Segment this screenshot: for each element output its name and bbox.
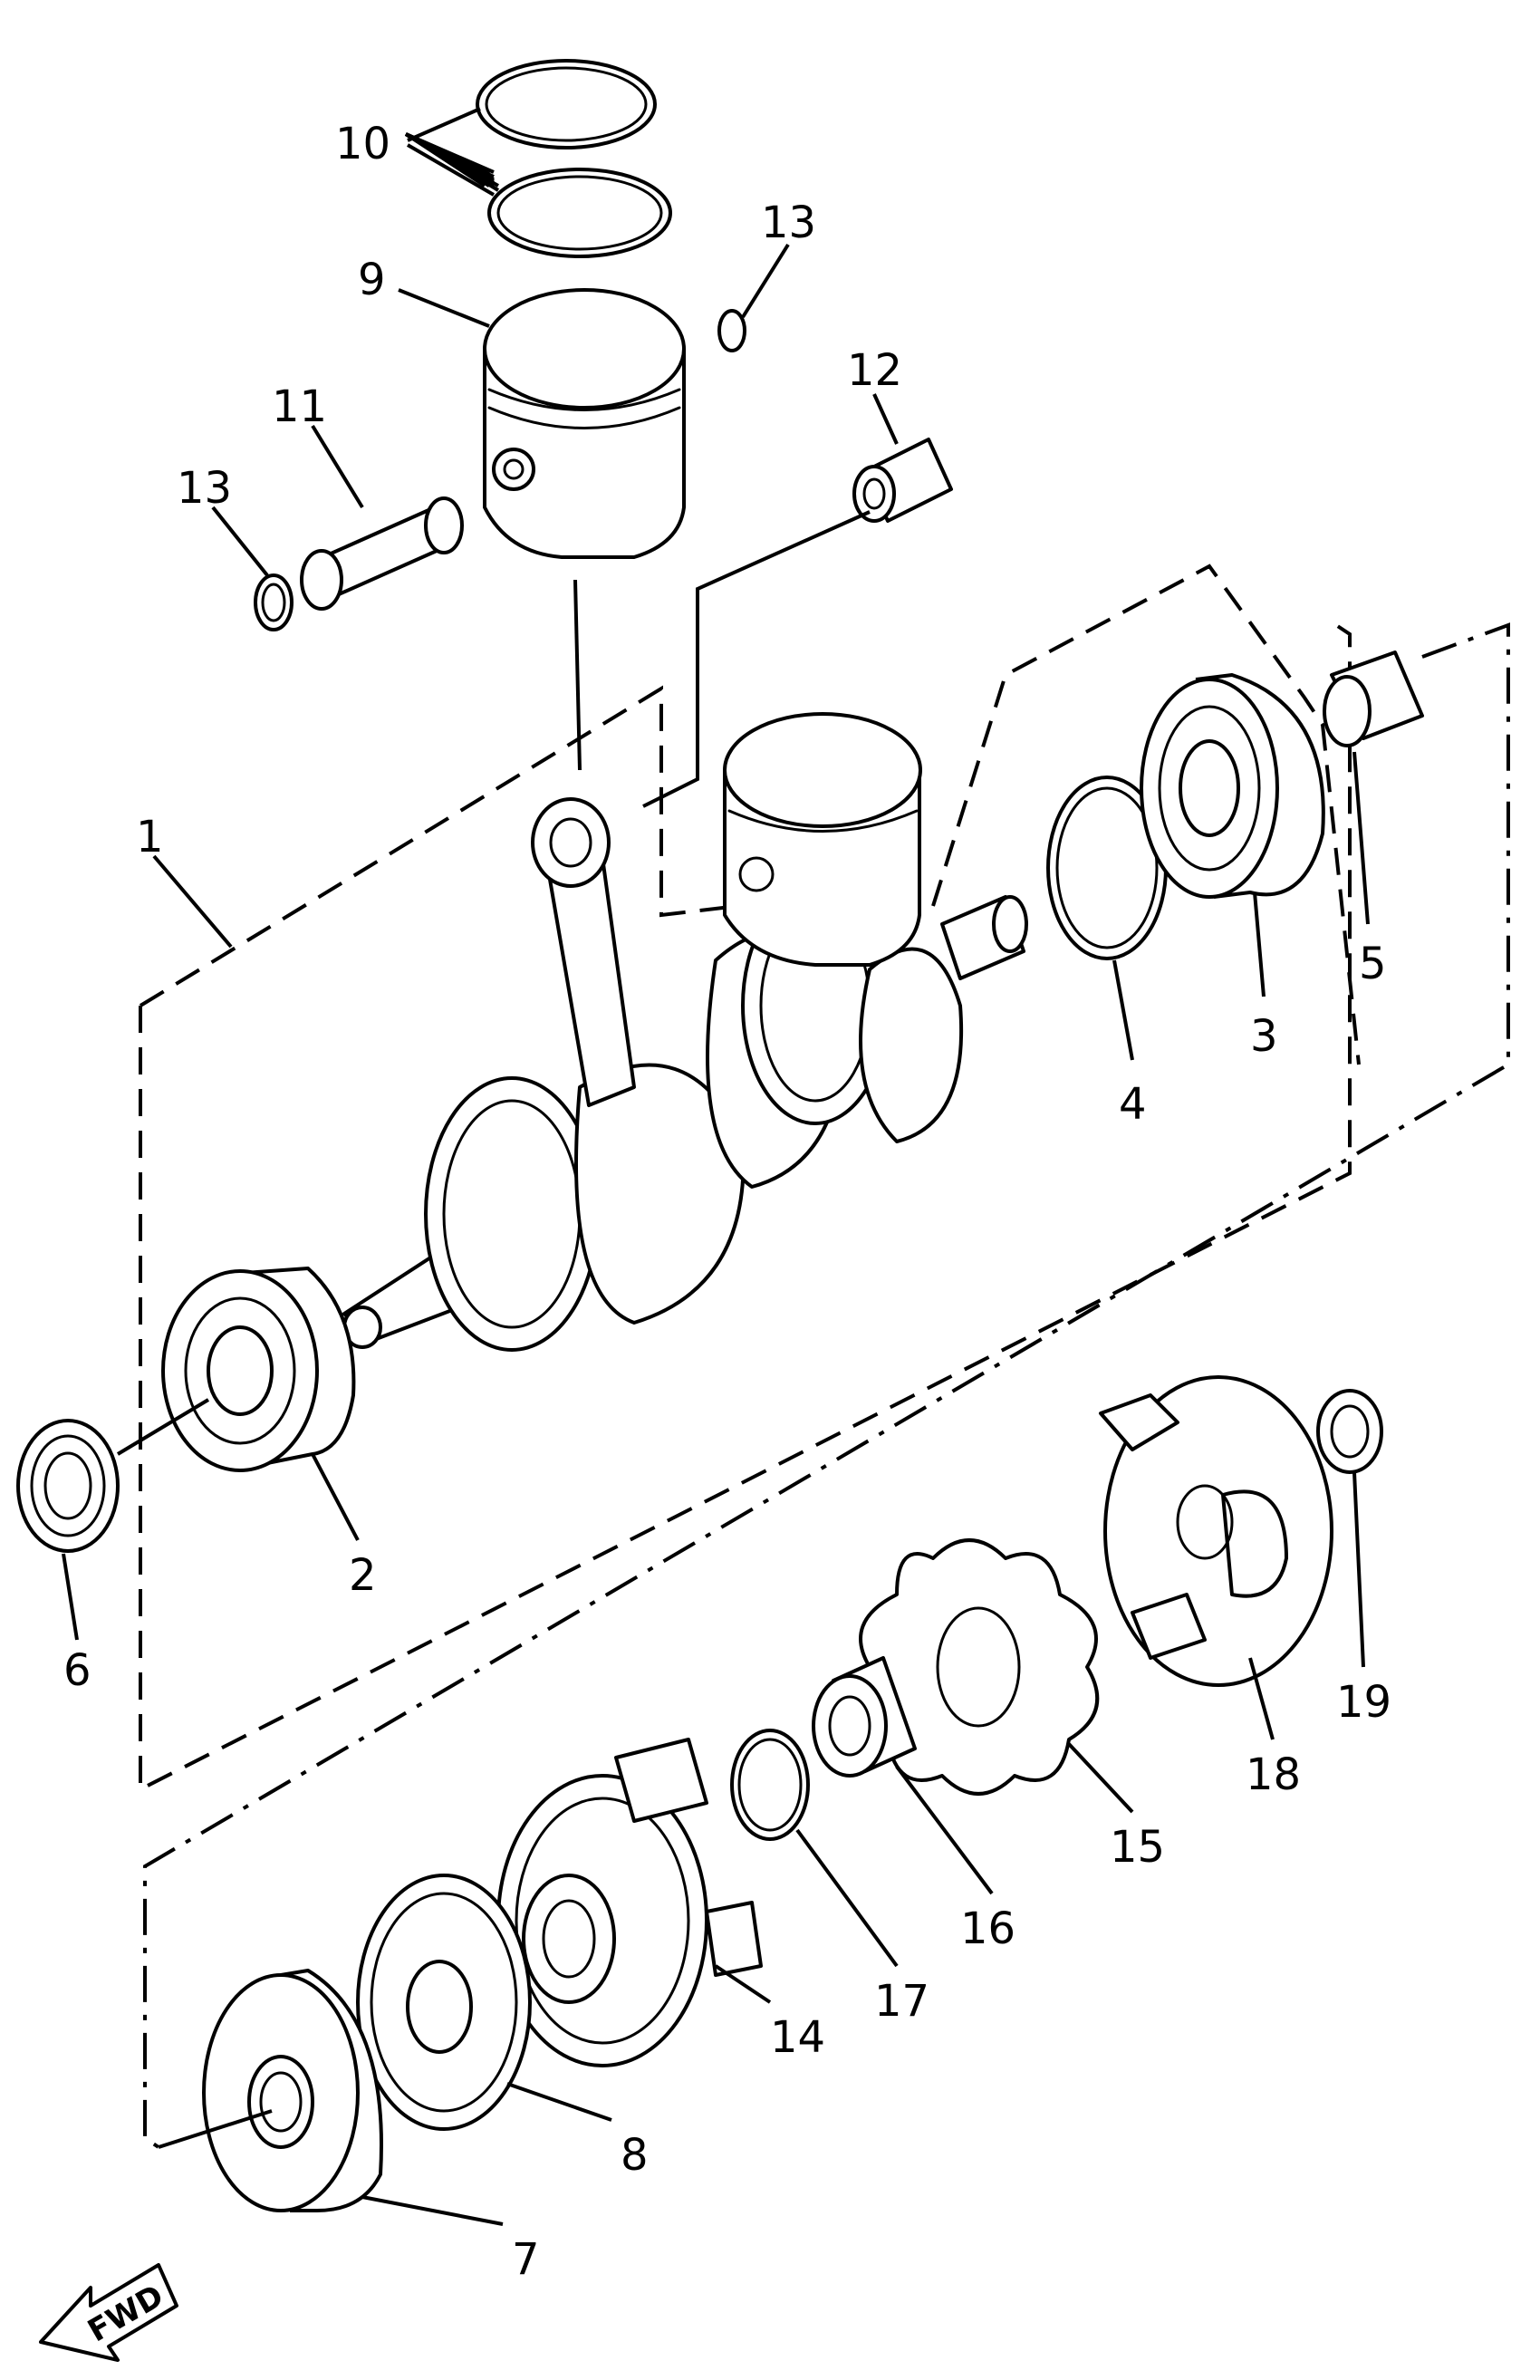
callout-16: 16 (960, 1903, 1015, 1954)
callout-18: 18 (1246, 1749, 1301, 1800)
callout-4: 4 (1119, 1079, 1147, 1130)
ball-bearing-left (161, 1267, 356, 1472)
piston-ring-upper (476, 59, 657, 149)
drive-coupling (496, 1738, 763, 2067)
callout-leaders (62, 107, 1370, 2226)
callout-10: 10 (335, 119, 390, 169)
callout-labels: 10 13 9 12 11 13 1 5 3 4 2 6 19 18 15 16… (63, 119, 1391, 2285)
assembly-boundary-crankshaft (139, 564, 1361, 1793)
o-ring (730, 1729, 810, 1841)
rubber-damper (857, 1538, 1100, 1796)
callout-9: 9 (358, 255, 386, 305)
spacer-disc (202, 1969, 383, 2212)
callout-6: 6 (63, 1645, 91, 1696)
collar (1323, 650, 1424, 747)
callout-7: 7 (512, 2234, 540, 2285)
callout-11: 11 (272, 381, 327, 432)
piston-ring-lower (487, 168, 672, 258)
coupling-hub (1099, 1375, 1333, 1687)
callout-15: 15 (1110, 1822, 1165, 1873)
circlip-left (254, 573, 294, 631)
needle-bearing (852, 438, 953, 523)
piston (483, 288, 686, 559)
callout-2: 2 (349, 1550, 377, 1601)
fwd-arrow-icon: FWD (39, 2263, 178, 2362)
callout-17: 17 (874, 1976, 929, 2027)
assembly-boundary-overall (143, 622, 1510, 2149)
piston-pin (300, 496, 464, 611)
callout-13-right: 13 (761, 198, 816, 248)
thrust-washer (356, 1874, 532, 2131)
callout-14: 14 (770, 2012, 825, 2063)
threaded-bushing (812, 1656, 917, 1778)
callout-19: 19 (1336, 1677, 1391, 1728)
callout-1: 1 (136, 812, 164, 862)
ball-bearing-right (1140, 673, 1325, 899)
callout-5: 5 (1359, 939, 1387, 989)
oil-seal-left (16, 1419, 120, 1553)
callout-12: 12 (847, 345, 902, 396)
circlip-right (717, 309, 746, 352)
callout-3: 3 (1250, 1011, 1278, 1062)
callout-8: 8 (621, 2130, 649, 2181)
crankshaft (342, 712, 1028, 1352)
callout-13-left: 13 (177, 463, 232, 514)
oil-seal-right (1316, 1389, 1383, 1474)
